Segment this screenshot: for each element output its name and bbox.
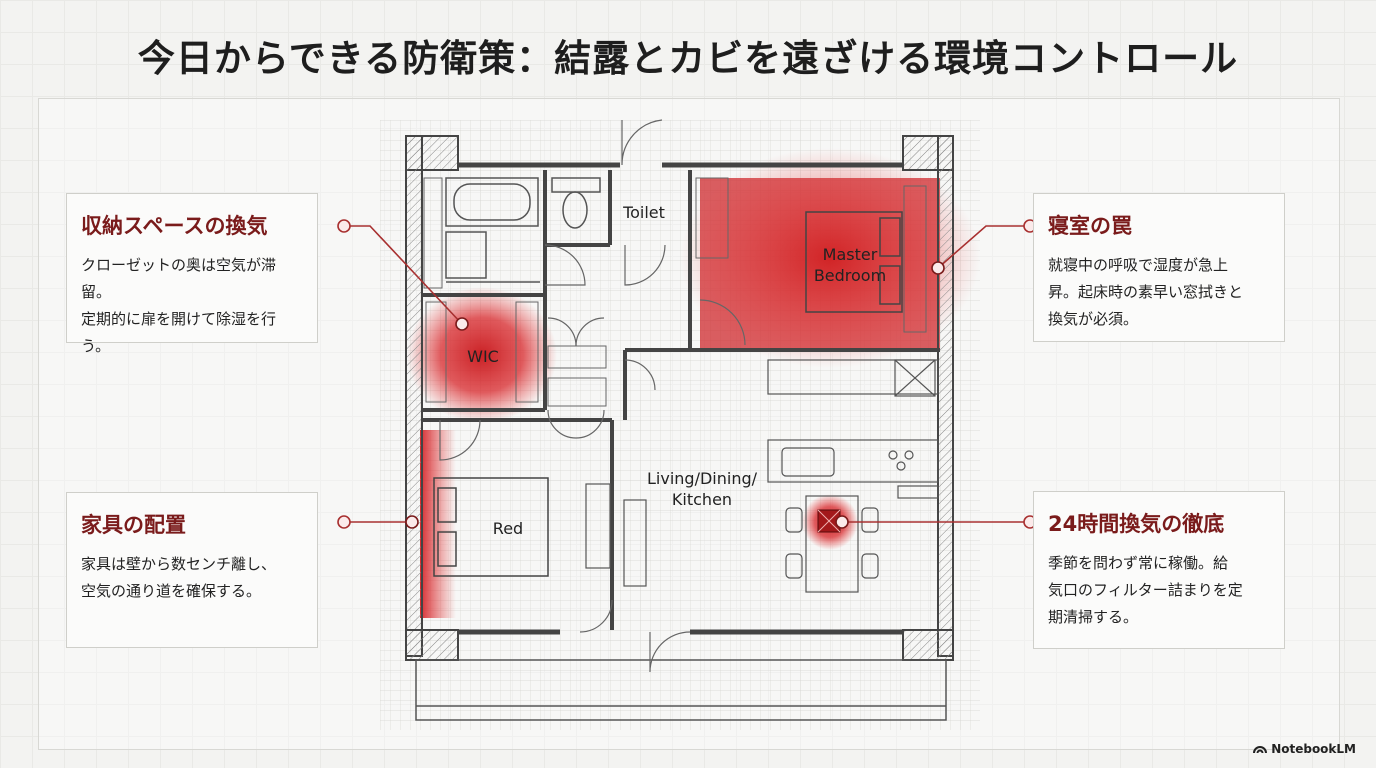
card-text: 家具は壁から数センチ離し、 空気の通り道を確保する。 bbox=[81, 555, 277, 600]
room-label-ldk: Living/Dining/ Kitchen bbox=[647, 469, 757, 509]
notebooklm-logo-icon bbox=[1253, 746, 1268, 754]
room-label-bed: Red bbox=[492, 519, 524, 538]
master-bed bbox=[805, 211, 903, 313]
toilet-fixture bbox=[551, 177, 601, 229]
closets bbox=[423, 177, 927, 407]
card-24h-ventilation: 24時間換気の徹底 季節を問わず常に稼働。給 気口のフィルター詰まりを定 期清掃… bbox=[1033, 491, 1285, 649]
kitchen bbox=[767, 359, 939, 499]
wic-heat bbox=[407, 287, 557, 423]
brand-mark: NotebookLM bbox=[1253, 742, 1356, 756]
cabinet bbox=[585, 483, 611, 569]
tv-stand bbox=[623, 499, 647, 587]
dining-table bbox=[785, 495, 879, 593]
bed bbox=[433, 477, 549, 577]
card-title: 家具の配置 bbox=[81, 513, 186, 537]
page-title: 今日からできる防衛策：結露とカビを遠ざける環境コントロール bbox=[137, 37, 1239, 80]
room-label-toilet: Toilet bbox=[623, 203, 665, 222]
card-furniture-placement: 家具の配置 家具は壁から数センチ離し、 空気の通り道を確保する。 bbox=[66, 492, 318, 648]
card-bedroom-trap: 寝室の罠 就寝中の呼吸で湿度が急上 昇。起床時の素早い窓拭きと 換気が必須。 bbox=[1033, 193, 1285, 342]
bathtub bbox=[445, 177, 540, 283]
brand-label: NotebookLM bbox=[1271, 742, 1356, 756]
card-title: 24時間換気の徹底 bbox=[1048, 512, 1225, 536]
card-text: 季節を問わず常に稼働。給 気口のフィルター詰まりを定 期清掃する。 bbox=[1048, 554, 1243, 626]
room-label-master-bedroom: Master Bedroom bbox=[813, 245, 887, 285]
room-label-wic: WIC bbox=[467, 347, 499, 366]
card-title: 収納スペースの換気 bbox=[81, 214, 268, 238]
door-swings bbox=[439, 119, 746, 673]
interior-walls bbox=[422, 170, 940, 630]
card-storage-ventilation: 収納スペースの換気 クローゼットの奥は空気が滞留。 定期的に扉を開けて除湿を行う… bbox=[66, 193, 318, 355]
card-title: 寝室の罠 bbox=[1048, 214, 1132, 238]
master-bedroom-heat-core bbox=[680, 148, 980, 368]
card-text: クローゼットの奥は空気が滞留。 定期的に扉を開けて除湿を行う。 bbox=[81, 256, 277, 355]
bed-wall-heat bbox=[420, 430, 456, 618]
card-text: 就寝中の呼吸で湿度が急上 昇。起床時の素早い窓拭きと 換気が必須。 bbox=[1048, 256, 1244, 328]
callout-connectors bbox=[344, 225, 1030, 523]
